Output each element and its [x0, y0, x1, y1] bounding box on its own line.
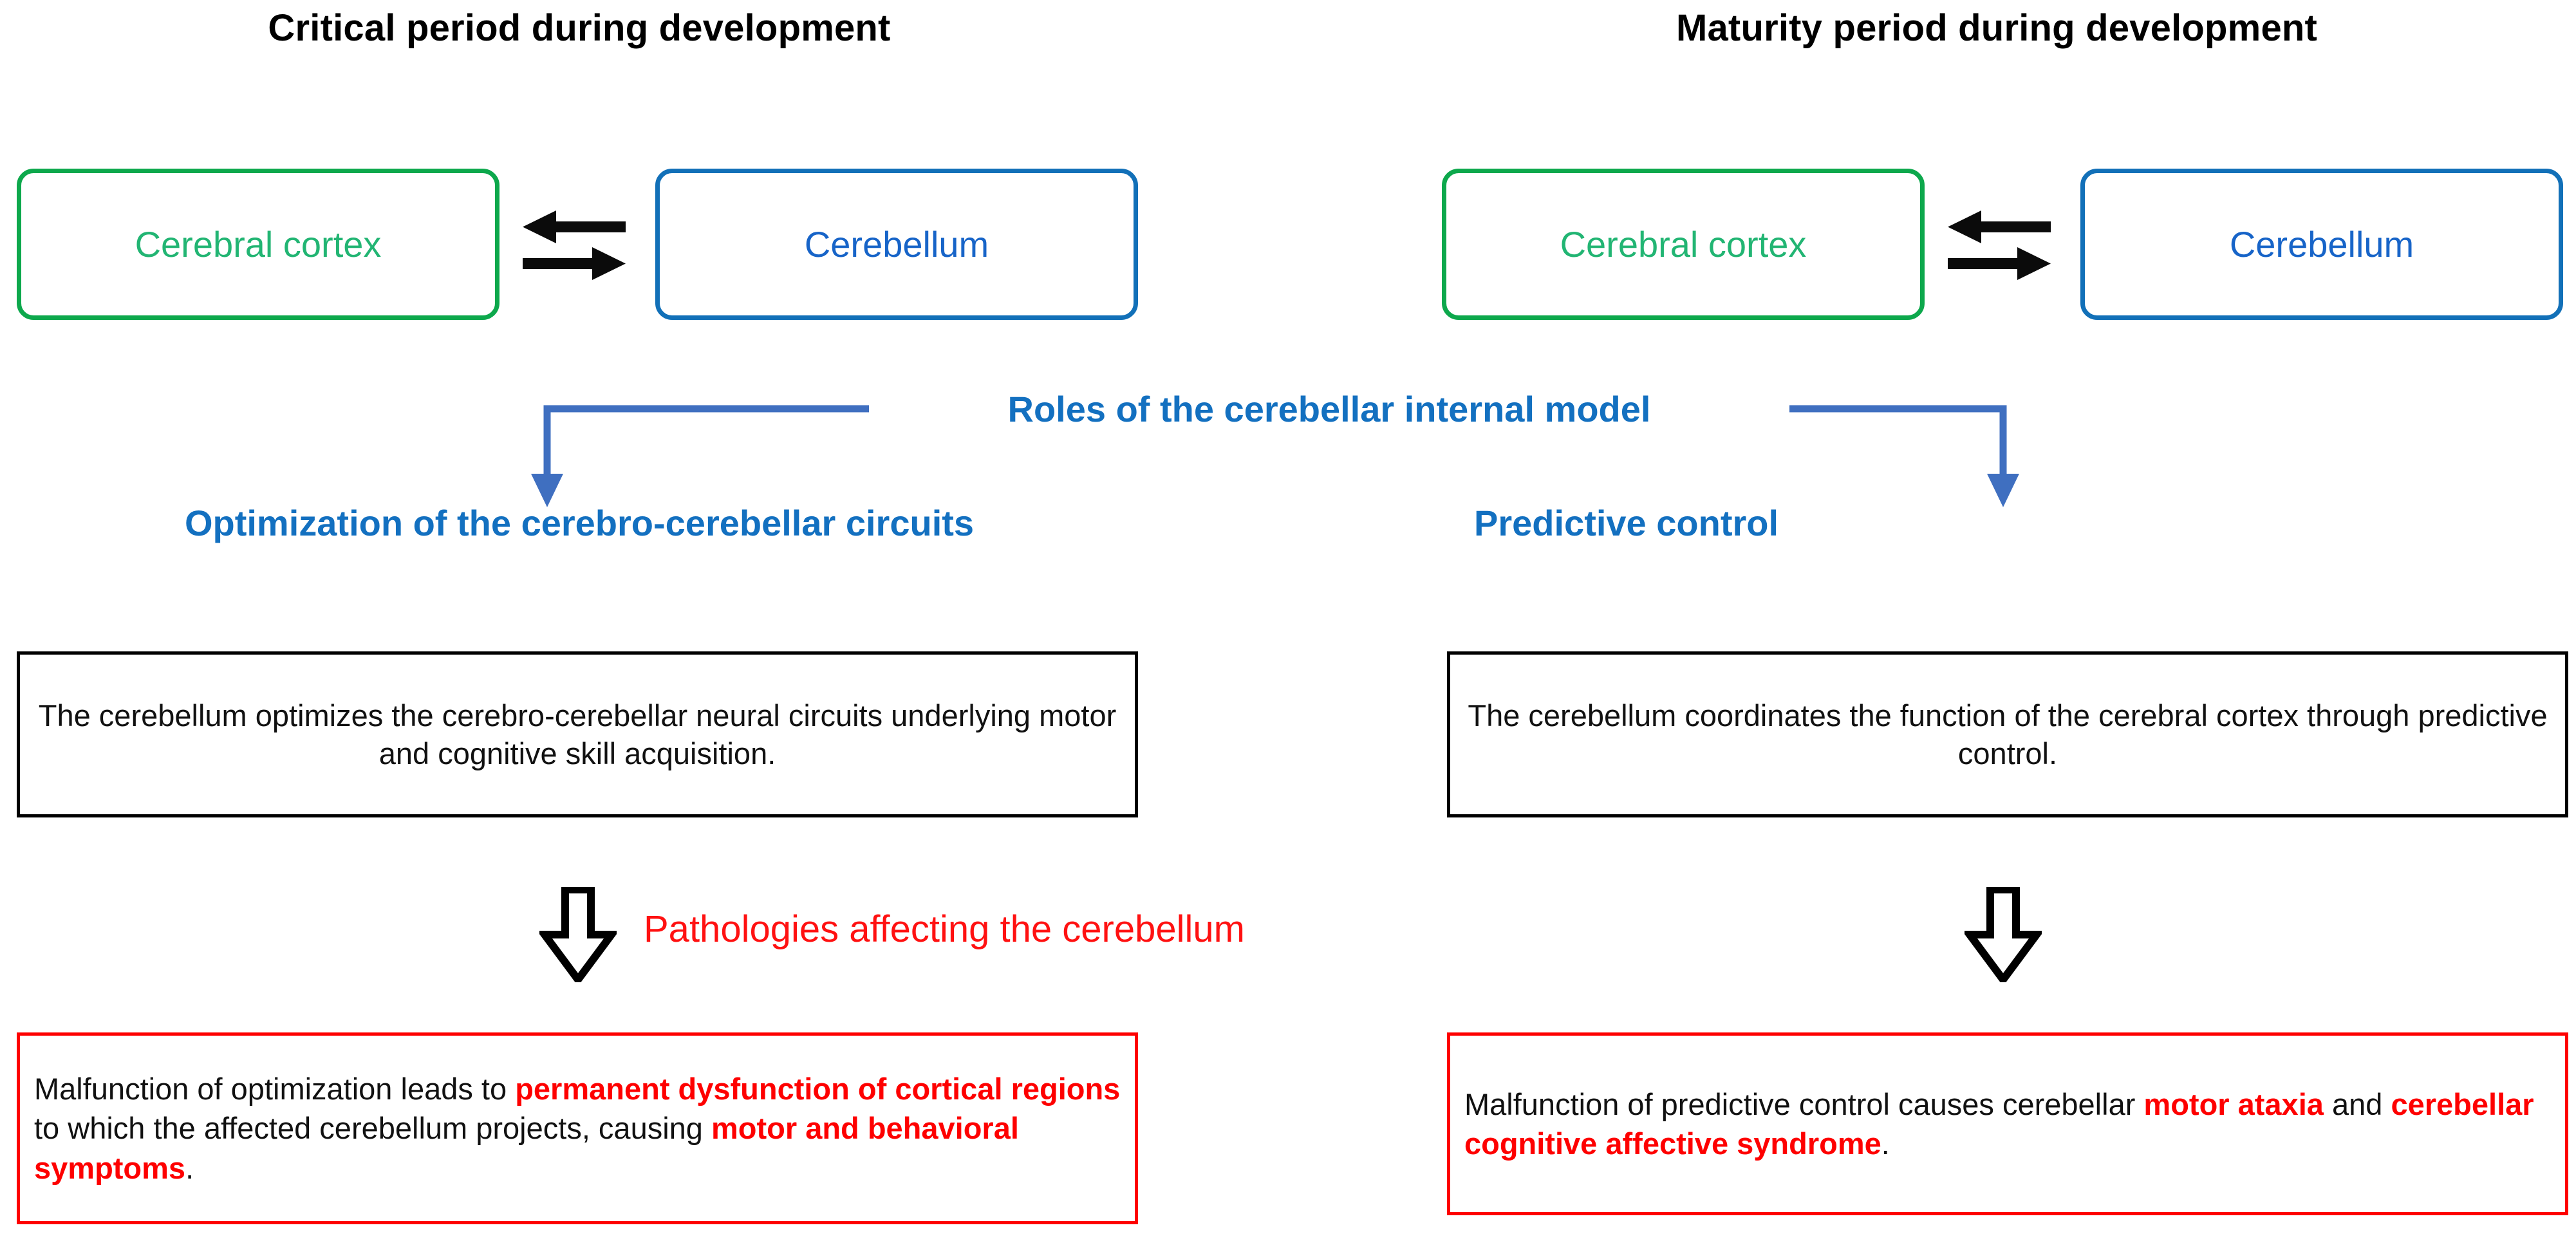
emphasis-run: permanent dysfunction of cortical region…	[515, 1072, 1121, 1106]
outcome-box-maturity: Malfunction of predictive control causes…	[1447, 1032, 2568, 1215]
branching-down-arrows-icon	[528, 386, 2021, 509]
statement-box-critical: The cerebellum optimizes the cerebro-cer…	[17, 651, 1138, 817]
outcome-box-critical: Malfunction of optimization leads to per…	[17, 1032, 1138, 1224]
plain-run: to which the affected cerebellum project…	[34, 1111, 711, 1146]
node-cerebellum-critical[interactable]: Cerebellum	[655, 169, 1138, 320]
hollow-down-arrow-icon-critical	[539, 887, 617, 982]
column-title-critical: Critical period during development	[268, 7, 891, 49]
hollow-down-arrow-icon-maturity	[1965, 887, 2042, 982]
bracket-label: Roles of the cerebellar internal model	[1007, 389, 1651, 429]
bracket-label-wrapper: Roles of the cerebellar internal model	[863, 388, 1796, 430]
role-heading-wrapper-maturity: Predictive control	[1474, 502, 2568, 544]
outcome-text-critical: Malfunction of optimization leads to per…	[34, 1069, 1121, 1187]
outcome-text-maturity: Malfunction of predictive control causes…	[1464, 1085, 2551, 1163]
node-label: Cerebral cortex	[135, 223, 382, 265]
node-cerebellum-maturity[interactable]: Cerebellum	[2080, 169, 2563, 320]
emphasis-run: motor and behavioral symptoms	[34, 1111, 1019, 1185]
column-title-maturity: Maturity period during development	[1675, 7, 2318, 49]
plain-run: .	[1881, 1126, 1890, 1161]
statement-text: The cerebellum coordinates the function …	[1468, 698, 2548, 770]
statement-box-maturity: The cerebellum coordinates the function …	[1447, 651, 2568, 817]
plain-run: .	[185, 1150, 194, 1185]
emphasis-run: cerebellar cognitive affective syndrome	[1464, 1087, 2534, 1161]
role-heading-optimization: Optimization of the cerebro-cerebellar c…	[184, 503, 975, 543]
bidirectional-arrows-icon-maturity	[1948, 203, 2051, 288]
role-heading-wrapper-critical: Optimization of the cerebro-cerebellar c…	[0, 502, 1159, 544]
node-cerebral-cortex-maturity[interactable]: Cerebral cortex	[1442, 169, 1925, 320]
pathology-caption: Pathologies affecting the cerebellum	[644, 908, 1245, 950]
emphasis-run: motor ataxia	[2143, 1087, 2324, 1121]
plain-run: and	[2323, 1087, 2391, 1121]
node-label: Cerebral cortex	[1560, 223, 1807, 265]
node-label: Cerebellum	[804, 223, 989, 265]
plain-run: Malfunction of predictive control causes…	[1464, 1087, 2144, 1121]
statement-text: The cerebellum optimizes the cerebro-cer…	[38, 698, 1117, 770]
node-label: Cerebellum	[2229, 223, 2414, 265]
role-heading-predictive-control: Predictive control	[1474, 503, 1779, 543]
bidirectional-arrows-icon-critical	[523, 203, 626, 288]
pathology-caption-wrapper: Pathologies affecting the cerebellum	[644, 908, 1931, 951]
plain-run: Malfunction of optimization leads to	[34, 1072, 516, 1106]
node-cerebral-cortex-critical[interactable]: Cerebral cortex	[17, 169, 499, 320]
